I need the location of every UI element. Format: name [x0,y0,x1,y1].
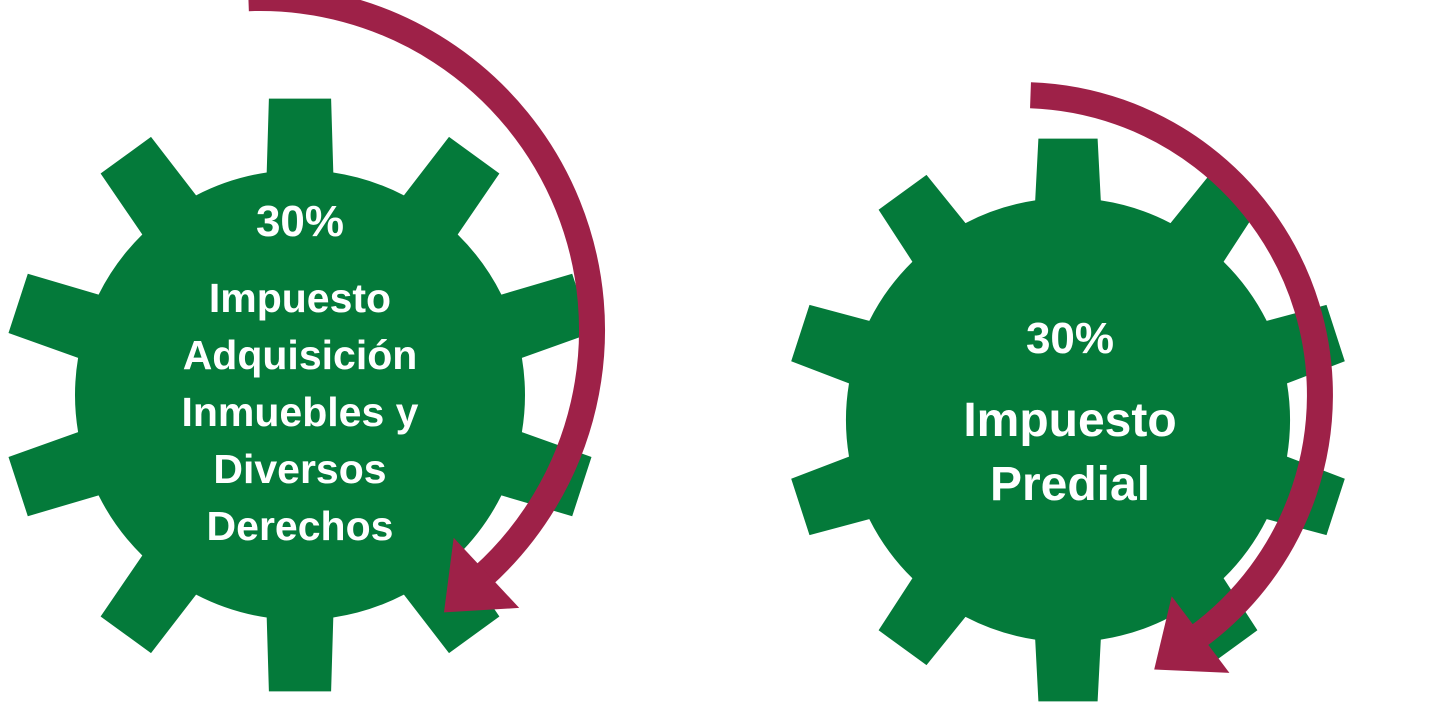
arrow-right-head [1154,596,1230,673]
gear-left-shape [8,98,592,692]
gear-left-percent: 30% [255,196,345,246]
gear-right-percent: 30% [1025,314,1115,363]
gear-left-line: Adquisición [182,331,418,378]
gear-left-line: Diversos [213,445,387,492]
gear-right-shape [791,138,1345,702]
gear-left-line: Impuesto [208,274,392,321]
gear-right-line: Impuesto [963,394,1177,447]
gear-left-title: Impuesto Adquisición Inmuebles y Diverso… [182,270,419,555]
arrow-left-arc [248,0,605,587]
gear-right-label: 30% Impuesto Predial [890,290,1250,540]
gear-right-line: Predial [989,458,1151,511]
arrow-left-head [444,537,520,613]
gear-left-label: 30% Impuesto Adquisición Inmuebles y Div… [120,165,480,585]
gear-left-line: Inmuebles y [181,388,419,435]
gear-left-line: Derechos [206,502,394,549]
arrow-right-arc [1030,82,1333,649]
gear-right-title: Impuesto Predial [963,389,1176,517]
